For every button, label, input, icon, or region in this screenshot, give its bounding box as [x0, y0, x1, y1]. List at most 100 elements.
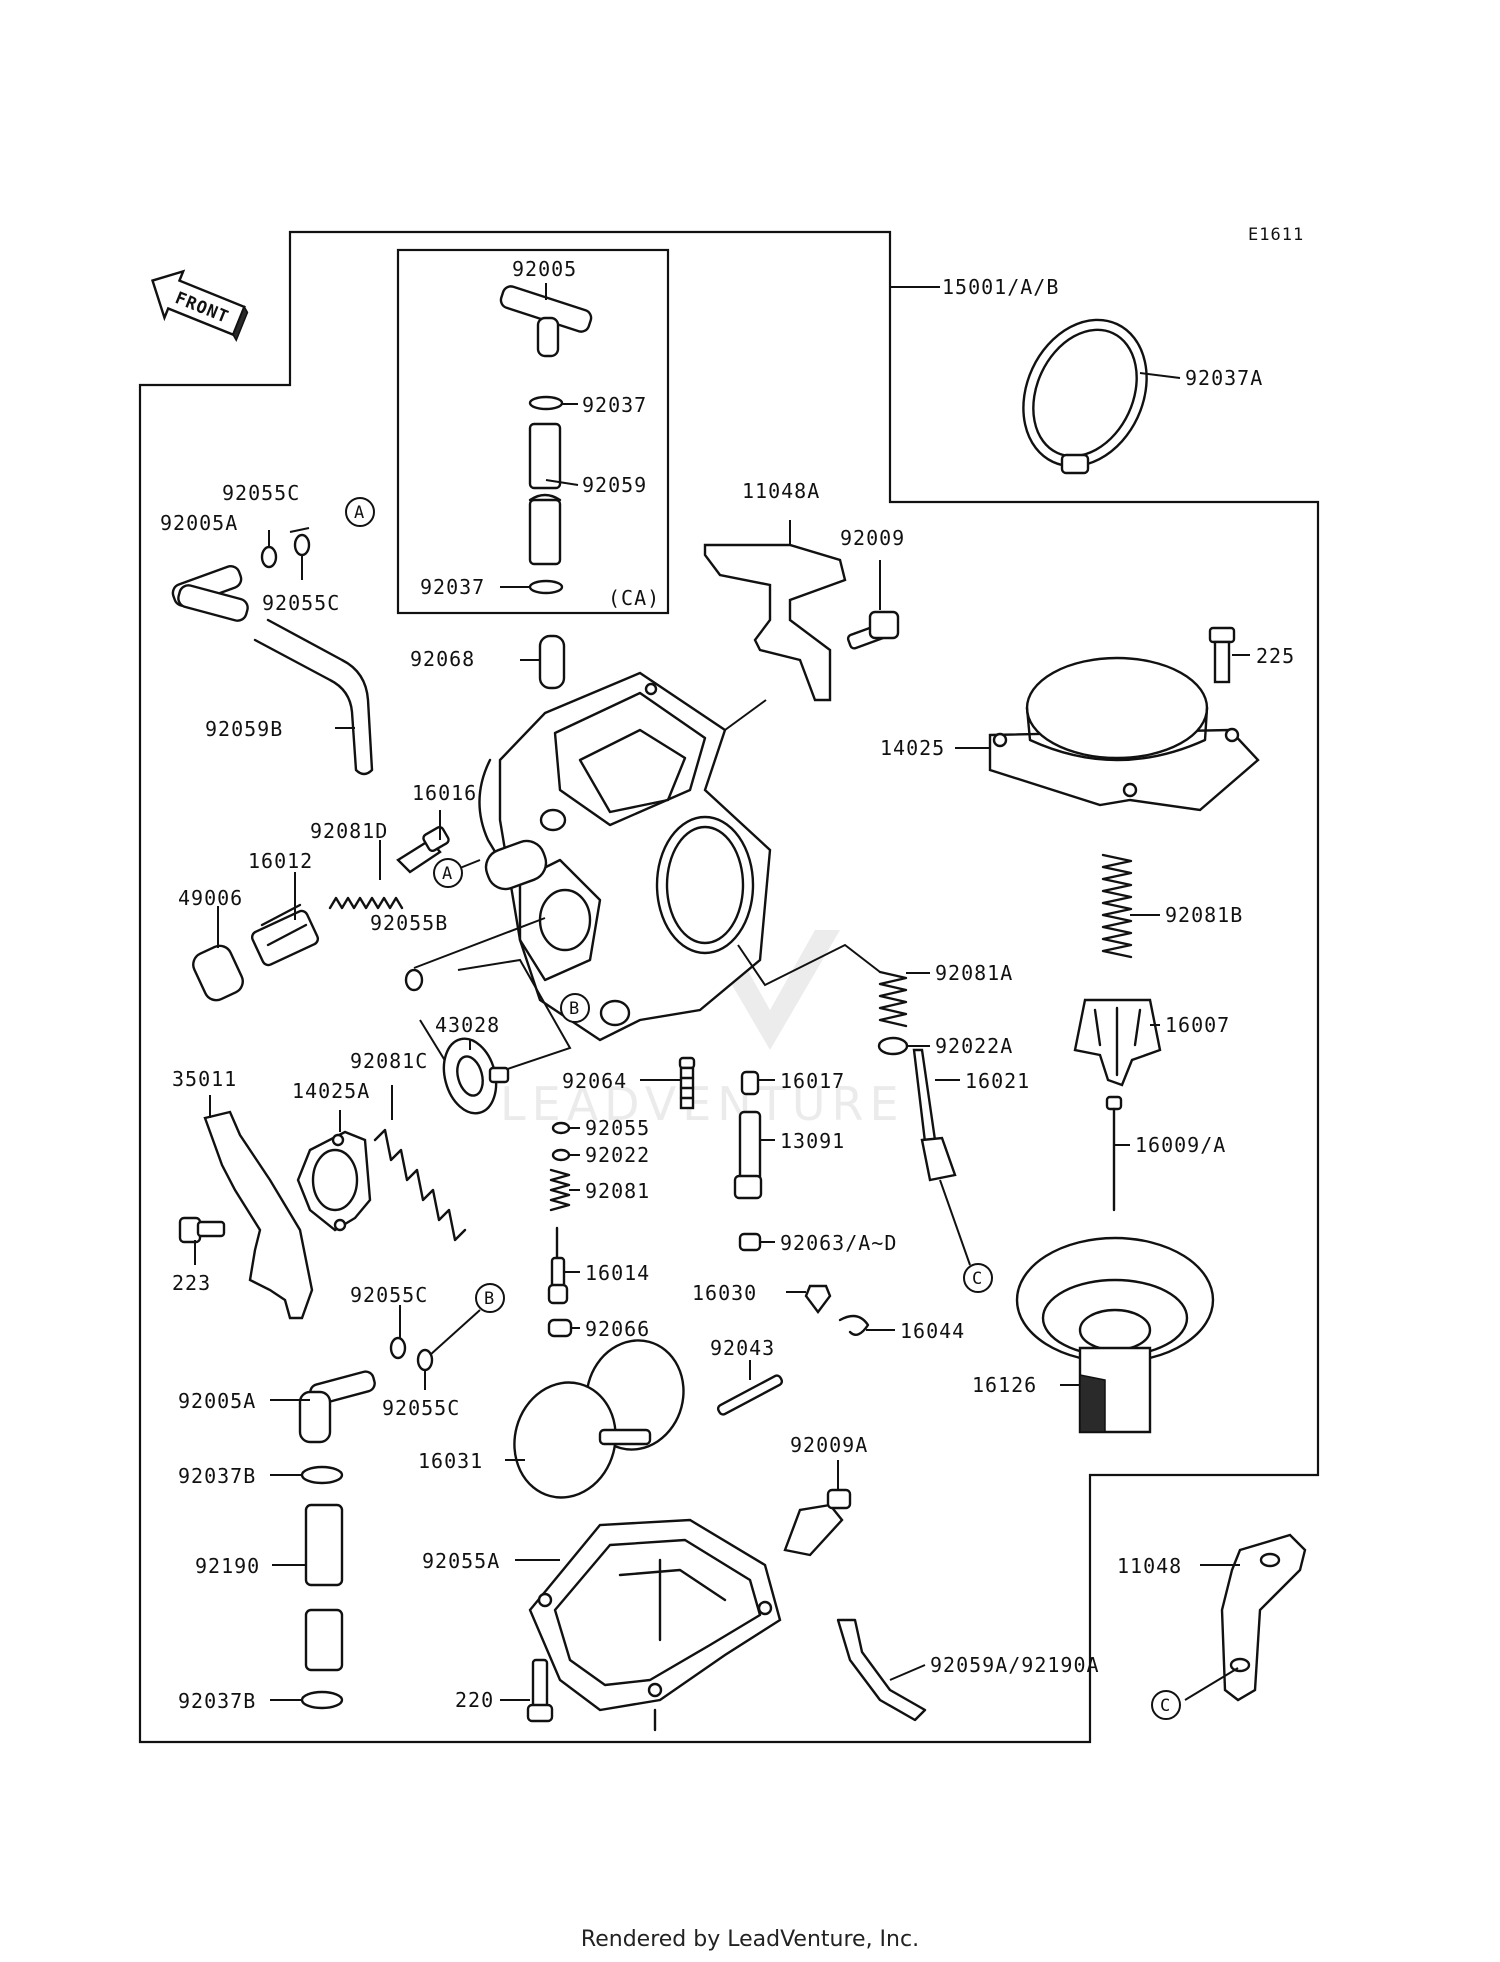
label-92037-lower: 92037: [420, 575, 485, 599]
label-16030: 16030: [692, 1281, 757, 1305]
label-92063: 92063/A~D: [780, 1231, 897, 1255]
screw-92009a: [783, 1488, 852, 1557]
lead-body-to-11048a: [724, 699, 767, 731]
fitting-92005a-upper: [171, 565, 249, 622]
label-16007: 16007: [1165, 1013, 1230, 1037]
label-49006: 49006: [178, 886, 243, 910]
bracket-11048a: [703, 543, 847, 702]
screw-92009: [846, 610, 900, 650]
ca-clamp-lower: [528, 579, 564, 595]
callout-b-upper: B: [560, 993, 590, 1023]
plug-16012: [250, 903, 320, 967]
front-arrow-icon: FRONT: [150, 269, 249, 342]
label-35011: 35011: [172, 1067, 237, 1091]
clamp-92037b-upper: [300, 1465, 344, 1485]
label-92022a: 92022A: [935, 1034, 1013, 1058]
label-92022: 92022: [585, 1143, 650, 1167]
ca-hose: [528, 422, 562, 566]
hose-92190: [304, 1503, 344, 1672]
diagram-code: E1611: [1248, 225, 1304, 245]
spring-92081d: [328, 896, 404, 910]
label-92037b-2: 92037B: [178, 1689, 256, 1713]
label-92081b: 92081B: [1165, 903, 1243, 927]
label-92009: 92009: [840, 526, 905, 550]
callout-c-lower: C: [1151, 1690, 1181, 1720]
label-92055a: 92055A: [422, 1549, 500, 1573]
label-92081: 92081: [585, 1179, 650, 1203]
spring-92081a: [878, 970, 908, 1028]
top-cover-14025: [988, 656, 1260, 812]
washer-92022: [551, 1148, 571, 1162]
label-13091: 13091: [780, 1129, 845, 1153]
cap-92066: [547, 1318, 573, 1338]
o-ring-92055c-c: [389, 1336, 407, 1360]
label-92064: 92064: [562, 1069, 627, 1093]
label-92055c-2: 92055C: [262, 591, 340, 615]
label-92055: 92055: [585, 1116, 650, 1140]
label-92059b: 92059B: [205, 717, 283, 741]
hose-92059a: [836, 1618, 927, 1722]
callout-a-upper: A: [345, 497, 375, 527]
label-16016: 16016: [412, 781, 477, 805]
label-11048: 11048: [1117, 1554, 1182, 1578]
callout-b-upper-label: B: [569, 999, 580, 1019]
label-16017: 16017: [780, 1069, 845, 1093]
label-11048a: 11048A: [742, 479, 820, 503]
screw-16014: [547, 1226, 569, 1305]
float-valve-16030: [804, 1284, 832, 1314]
clamp-92037b-lower: [300, 1690, 344, 1710]
label-92068: 92068: [410, 647, 475, 671]
label-16031: 16031: [418, 1449, 483, 1473]
pump-cover-14025a: [296, 1130, 372, 1232]
o-ring-92055c-b: [293, 533, 311, 557]
jet-16017: [740, 1070, 760, 1096]
label-16044: 16044: [900, 1319, 965, 1343]
label-92055c-4: 92055C: [382, 1396, 460, 1420]
o-ring-92055: [551, 1121, 571, 1135]
callout-c-upper: C: [963, 1263, 993, 1293]
needle-holder-16007: [1073, 998, 1162, 1087]
bracket-11048: [1220, 1533, 1307, 1702]
clip-16044: [838, 1314, 870, 1336]
o-ring-92055c-a: [260, 545, 278, 569]
label-92081a: 92081A: [935, 961, 1013, 985]
needle-jet-16021: [912, 1048, 957, 1182]
label-16014: 16014: [585, 1261, 650, 1285]
carburetor-body: [478, 671, 772, 1042]
ca-variant-box: [396, 248, 670, 615]
label-92190: 92190: [195, 1554, 260, 1578]
emulsion-tube-13091: [733, 1110, 763, 1200]
o-ring-92055c-d: [416, 1348, 434, 1372]
ca-clamp-upper: [528, 395, 564, 411]
label-14025: 14025: [880, 736, 945, 760]
watermark-text: LEADVENTURE: [500, 1077, 905, 1131]
callout-b-lower-label: B: [484, 1289, 495, 1309]
spring-92081: [549, 1168, 571, 1212]
leader-lines: [194, 283, 1250, 1701]
label-16021: 16021: [965, 1069, 1030, 1093]
lead-92055b-to-body: [413, 917, 546, 969]
screw-225: [1208, 626, 1236, 684]
float-16031: [513, 1339, 685, 1499]
label-43028: 43028: [435, 1013, 500, 1037]
label-225: 225: [1256, 644, 1295, 668]
washer-92022a: [877, 1036, 909, 1056]
label-92081d: 92081D: [310, 819, 388, 843]
fitting-92005a-lower: [298, 1370, 376, 1444]
label-92037a: 92037A: [1185, 366, 1263, 390]
label-92037b-1: 92037B: [178, 1464, 256, 1488]
label-92005: 92005: [512, 257, 577, 281]
label-92005a-2: 92005A: [178, 1389, 256, 1413]
label-92066: 92066: [585, 1317, 650, 1341]
footer-credit: Rendered by LeadVenture, Inc.: [580, 1927, 920, 1952]
jet-92063: [738, 1232, 762, 1252]
label-92037: 92037: [582, 393, 647, 417]
label-92059: 92059: [582, 473, 647, 497]
lead-16021-to-c: [939, 1179, 971, 1266]
ca-tee-fitting: [499, 285, 593, 358]
label-92043: 92043: [710, 1336, 775, 1360]
label-92055c-3: 92055C: [350, 1283, 428, 1307]
callout-c-lower-label: C: [1160, 1696, 1171, 1716]
screw-220: [526, 1658, 554, 1723]
label-92055c-1: 92055C: [222, 481, 300, 505]
